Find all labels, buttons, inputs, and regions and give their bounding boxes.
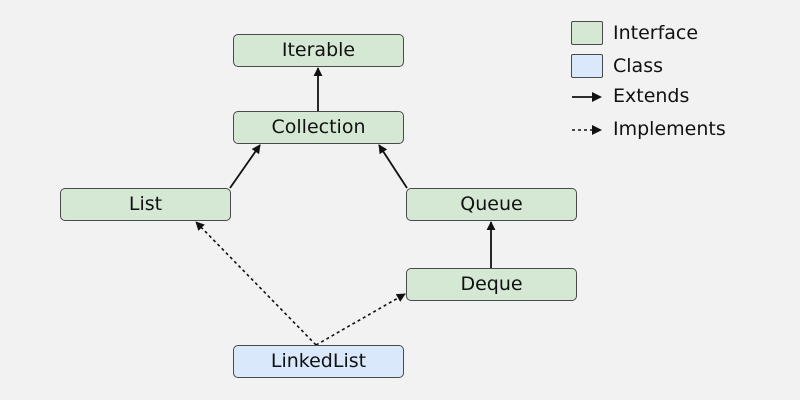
- node-queue-label: Queue: [460, 193, 523, 215]
- solid-arrow-icon: [572, 91, 602, 102]
- node-list: List: [60, 188, 231, 221]
- node-list-label: List: [128, 193, 163, 215]
- legend-implements-label: Implements: [613, 118, 726, 140]
- node-linkedlist-label: LinkedList: [270, 350, 367, 372]
- legend-extends: Extends: [571, 87, 689, 106]
- node-collection: Collection: [233, 111, 404, 144]
- legend-class-label: Class: [613, 54, 663, 77]
- node-collection-label: Collection: [271, 116, 366, 138]
- edge-linkedlist-implements-list: [195, 221, 317, 346]
- node-linkedlist: LinkedList: [233, 345, 404, 378]
- node-iterable-label: Iterable: [281, 39, 356, 61]
- edge-list-extends-collection: [229, 144, 261, 189]
- legend-class-swatch: [571, 54, 603, 78]
- node-deque-label: Deque: [460, 273, 523, 295]
- legend-class: Class: [571, 54, 663, 78]
- legend-interface-swatch: [571, 21, 603, 45]
- legend-interface-label: Interface: [613, 21, 699, 44]
- legend-interface: Interface: [571, 21, 698, 45]
- legend-extends-label: Extends: [613, 85, 690, 107]
- edge-queue-extends-collection: [378, 144, 408, 189]
- legend-implements: Implements: [571, 120, 726, 139]
- edge-linkedlist-implements-deque: [315, 293, 406, 346]
- node-deque: Deque: [406, 268, 577, 301]
- node-iterable: Iterable: [233, 34, 404, 67]
- node-queue: Queue: [406, 188, 577, 221]
- dashed-arrow-icon: [572, 124, 602, 135]
